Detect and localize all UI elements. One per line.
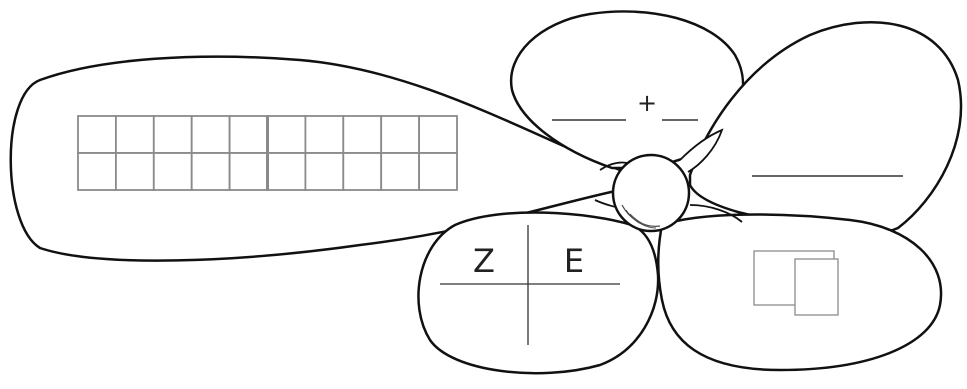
bottom-left-petal (417, 211, 660, 375)
plus-sign: + (637, 89, 657, 117)
ten-frame-cell[interactable] (152, 152, 193, 191)
ten-frame-cell[interactable] (115, 152, 155, 191)
front-card (794, 258, 839, 316)
ten-frame-cell[interactable] (77, 152, 117, 191)
ten-frame (77, 115, 458, 191)
flower-center (611, 153, 691, 233)
ten-frame-cell[interactable] (380, 152, 421, 191)
overlapping-cards (753, 250, 839, 316)
ten-frame-cell[interactable] (418, 152, 458, 191)
ten-frame-cell[interactable] (115, 115, 155, 154)
ten-frame-cell[interactable] (304, 152, 345, 191)
place-value-chart: Z E (440, 225, 620, 345)
ten-frame-cell[interactable] (342, 152, 383, 191)
ten-frame-cell[interactable] (228, 152, 269, 191)
leaf-sliver (689, 204, 743, 223)
ten-frame-cell[interactable] (342, 115, 383, 154)
ten-frame-cell[interactable] (228, 115, 269, 154)
ten-frame-cell[interactable] (304, 115, 345, 154)
ones-header: E (564, 242, 584, 280)
ten-frame-cell[interactable] (190, 115, 231, 154)
ten-frame-cell[interactable] (266, 115, 307, 154)
addition-exercise: + (552, 89, 698, 121)
ten-frame-cell[interactable] (380, 115, 421, 154)
leaf-sliver (679, 128, 724, 173)
ten-frame-cell[interactable] (266, 152, 307, 191)
tens-header: Z (473, 242, 495, 280)
ten-frame-cell[interactable] (152, 115, 193, 154)
ten-frame-cell[interactable] (190, 152, 231, 191)
ten-frame-cell[interactable] (418, 115, 458, 154)
ten-frame-cell[interactable] (77, 115, 117, 154)
